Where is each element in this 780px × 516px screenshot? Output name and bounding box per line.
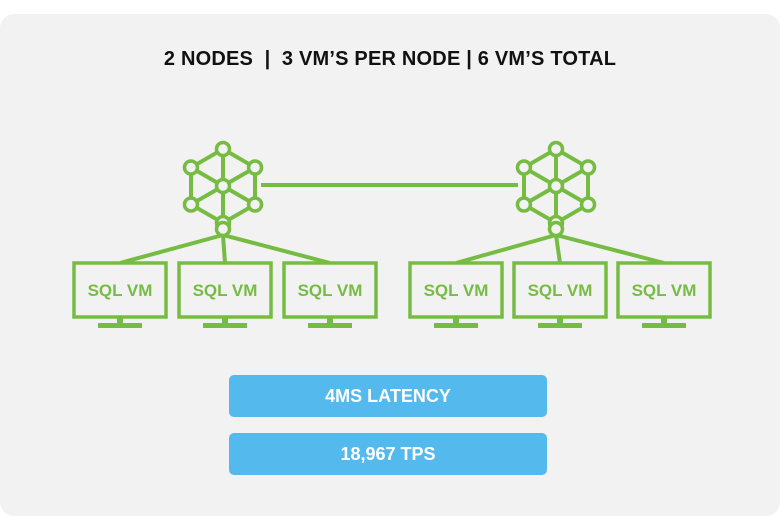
vm-label: SQL VM — [88, 281, 153, 300]
sql-vm-monitor: SQL VM — [282, 261, 378, 328]
latency-badge: 4MS LATENCY — [229, 375, 547, 417]
node-interconnect — [119, 183, 665, 265]
vm-label: SQL VM — [528, 281, 593, 300]
sql-vm-monitor: SQL VM — [616, 261, 712, 328]
sql-vm-monitor: SQL VM — [512, 261, 608, 328]
vm-connector — [555, 233, 665, 265]
sql-vm-monitor: SQL VM — [408, 261, 504, 328]
vm-label: SQL VM — [193, 281, 258, 300]
vm-connector — [455, 233, 557, 265]
vm-label: SQL VM — [424, 281, 489, 300]
vm-connector — [119, 233, 224, 265]
vm-connector — [222, 233, 331, 265]
page-title: 2 NODES | 3 VM’S PER NODE | 6 VM’S TOTAL — [163, 48, 617, 70]
vm-connector — [554, 234, 562, 264]
sql-vm-monitor: SQL VM — [72, 261, 168, 328]
node-hub-icon — [182, 140, 264, 238]
vm-label: SQL VM — [298, 281, 363, 300]
tps-badge: 18,967 TPS — [229, 433, 547, 475]
vm-label: SQL VM — [632, 281, 697, 300]
node-hub-icon — [515, 140, 597, 238]
sql-vm-monitor: SQL VM — [177, 261, 273, 328]
vm-connector — [221, 234, 227, 264]
